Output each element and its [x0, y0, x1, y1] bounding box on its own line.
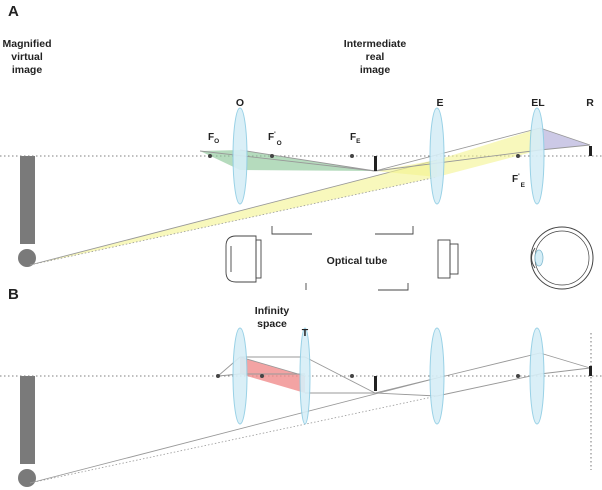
virtual-image-bar-b [20, 376, 35, 464]
eye-ray-1-b [539, 352, 591, 369]
eyepiece-ray-1-a [374, 127, 541, 172]
panel-b-letter: B [8, 286, 19, 303]
focal-point-4-b [516, 374, 520, 378]
focal-point-fe-a [350, 154, 354, 158]
eyepiece-ray-4-b [436, 373, 541, 397]
focal-point-3-b [350, 374, 354, 378]
retina-marker-b [589, 366, 592, 376]
infinity-space-region [240, 357, 305, 393]
tube-bracket-tr [375, 226, 414, 235]
panel-a-letter: A [8, 3, 19, 20]
focal-point-fo-prime-a [270, 154, 274, 158]
panel-b: B [0, 286, 602, 487]
objective-icon [225, 235, 262, 283]
eyepiece-ray-2-a [374, 149, 541, 172]
eyepiece-ray-1-b [374, 377, 438, 394]
eye-lens-a [529, 107, 545, 205]
focal-point-fe-prime-a [516, 154, 520, 158]
label-fo-prime: F'O [268, 131, 282, 147]
virtual-image-bar-a [20, 156, 35, 244]
virtual-ray-lower-a [29, 176, 438, 266]
label-eyepiece-e: E [436, 97, 443, 109]
virtual-image-head-b [18, 469, 36, 487]
parallel-ray-3-b [239, 356, 306, 377]
intermediate-image-a [374, 156, 377, 171]
intermediate-image-b [374, 376, 377, 391]
optical-tube: Optical tube [225, 226, 459, 291]
eyepiece-lens-b [429, 327, 445, 425]
label-objective-o: O [236, 97, 244, 109]
focal-point-2-b [260, 374, 264, 378]
caption-magnified-3: image [12, 64, 43, 76]
panel-a: A FO F' [0, 3, 602, 291]
virtual-image-head-a [18, 249, 36, 267]
eye-icon [530, 226, 594, 290]
retina-marker-a [589, 146, 592, 156]
eye-ray-1-a [539, 127, 591, 146]
eye-lens-b [529, 327, 545, 425]
objective-lens-a [232, 107, 248, 205]
label-tube-lens-t: T [302, 327, 309, 339]
eyepiece-ray-3-b [436, 352, 541, 379]
label-fe-prime: F'E [512, 173, 526, 189]
virtual-ray-upper-a [29, 159, 438, 266]
eyepiece-lens-a [429, 107, 445, 205]
tube-bracket-br [378, 283, 409, 291]
eye-cone-a [540, 128, 590, 150]
objective-ray-1-a [199, 150, 376, 172]
eyepiece-icon [437, 239, 459, 279]
focal-point-1-b [216, 374, 220, 378]
label-fe: FE [350, 132, 361, 145]
caption-intermediate-1: Intermediate [344, 38, 407, 50]
label-retina-r: R [586, 97, 594, 109]
label-fo: FO [208, 132, 219, 145]
eye-ray-2-a [539, 144, 591, 151]
tube-bracket-tl [271, 226, 312, 235]
virtual-ray-lower-b [29, 395, 438, 484]
virtual-ray-upper-b [29, 377, 438, 484]
label-eye-lens-el: EL [531, 97, 545, 109]
caption-magnified-2: virtual [11, 51, 43, 63]
caption-infinity-1: Infinity [255, 305, 290, 317]
objective-lens-b [232, 327, 248, 425]
objective-ray-2-a [239, 149, 376, 172]
caption-intermediate-3: image [360, 64, 391, 76]
caption-magnified-1: Magnified [3, 38, 52, 50]
eyepiece-cone-a [375, 128, 540, 177]
label-optical-tube: Optical tube [327, 255, 388, 267]
focal-point-fo-a [208, 154, 212, 158]
tube-lens-b [299, 327, 311, 425]
caption-intermediate-2: real [366, 51, 385, 63]
eye-ray-2-b [539, 367, 591, 375]
caption-infinity-2: space [257, 318, 287, 330]
eyepiece-ray-2-b [374, 392, 438, 397]
tube-lens-ray-1-b [304, 356, 376, 394]
